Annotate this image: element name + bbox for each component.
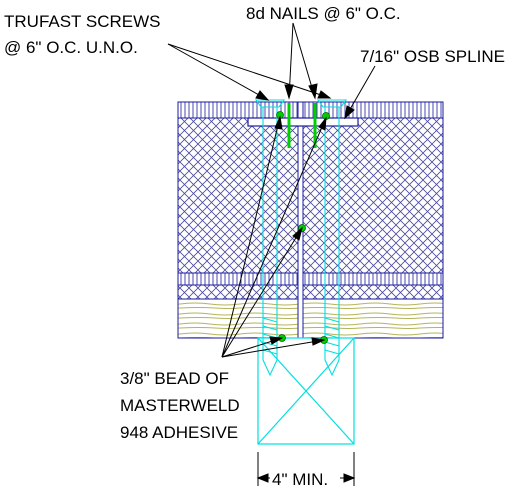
right-panel xyxy=(302,101,444,339)
osb-spline xyxy=(247,117,359,127)
left-foam-core xyxy=(177,117,299,274)
right-foam-core-lower xyxy=(302,284,444,300)
right-wood-plate xyxy=(302,298,444,339)
left-screw xyxy=(254,99,286,377)
support-block xyxy=(257,337,355,445)
spline-label: 7/16" OSB SPLINE xyxy=(360,47,505,66)
left-mid-skin xyxy=(177,272,299,286)
left-panel xyxy=(177,101,299,339)
dimension-4in xyxy=(256,452,356,486)
leader-lines xyxy=(167,22,376,358)
adhesive-label-line3: 948 ADHESIVE xyxy=(120,423,238,442)
nails-label: 8d NAILS @ 6" O.C. xyxy=(246,4,401,23)
left-wood-plate xyxy=(177,298,299,339)
adhesive-label-line1: 3/8" BEAD OF xyxy=(120,369,229,388)
support-cross-2 xyxy=(257,337,355,445)
trufast-label-line1: TRUFAST SCREWS xyxy=(4,12,160,31)
right-mid-skin xyxy=(302,272,444,286)
nails xyxy=(287,103,317,148)
bottom-support xyxy=(257,337,355,445)
adhesive-label-line2: MASTERWELD xyxy=(120,396,240,415)
right-foam-core xyxy=(302,117,444,274)
trufast-label-line2: @ 6" O.C. U.N.O. xyxy=(4,38,138,57)
panel-joint-gap xyxy=(297,101,304,339)
dimension-label: 4" MIN. xyxy=(272,470,328,489)
